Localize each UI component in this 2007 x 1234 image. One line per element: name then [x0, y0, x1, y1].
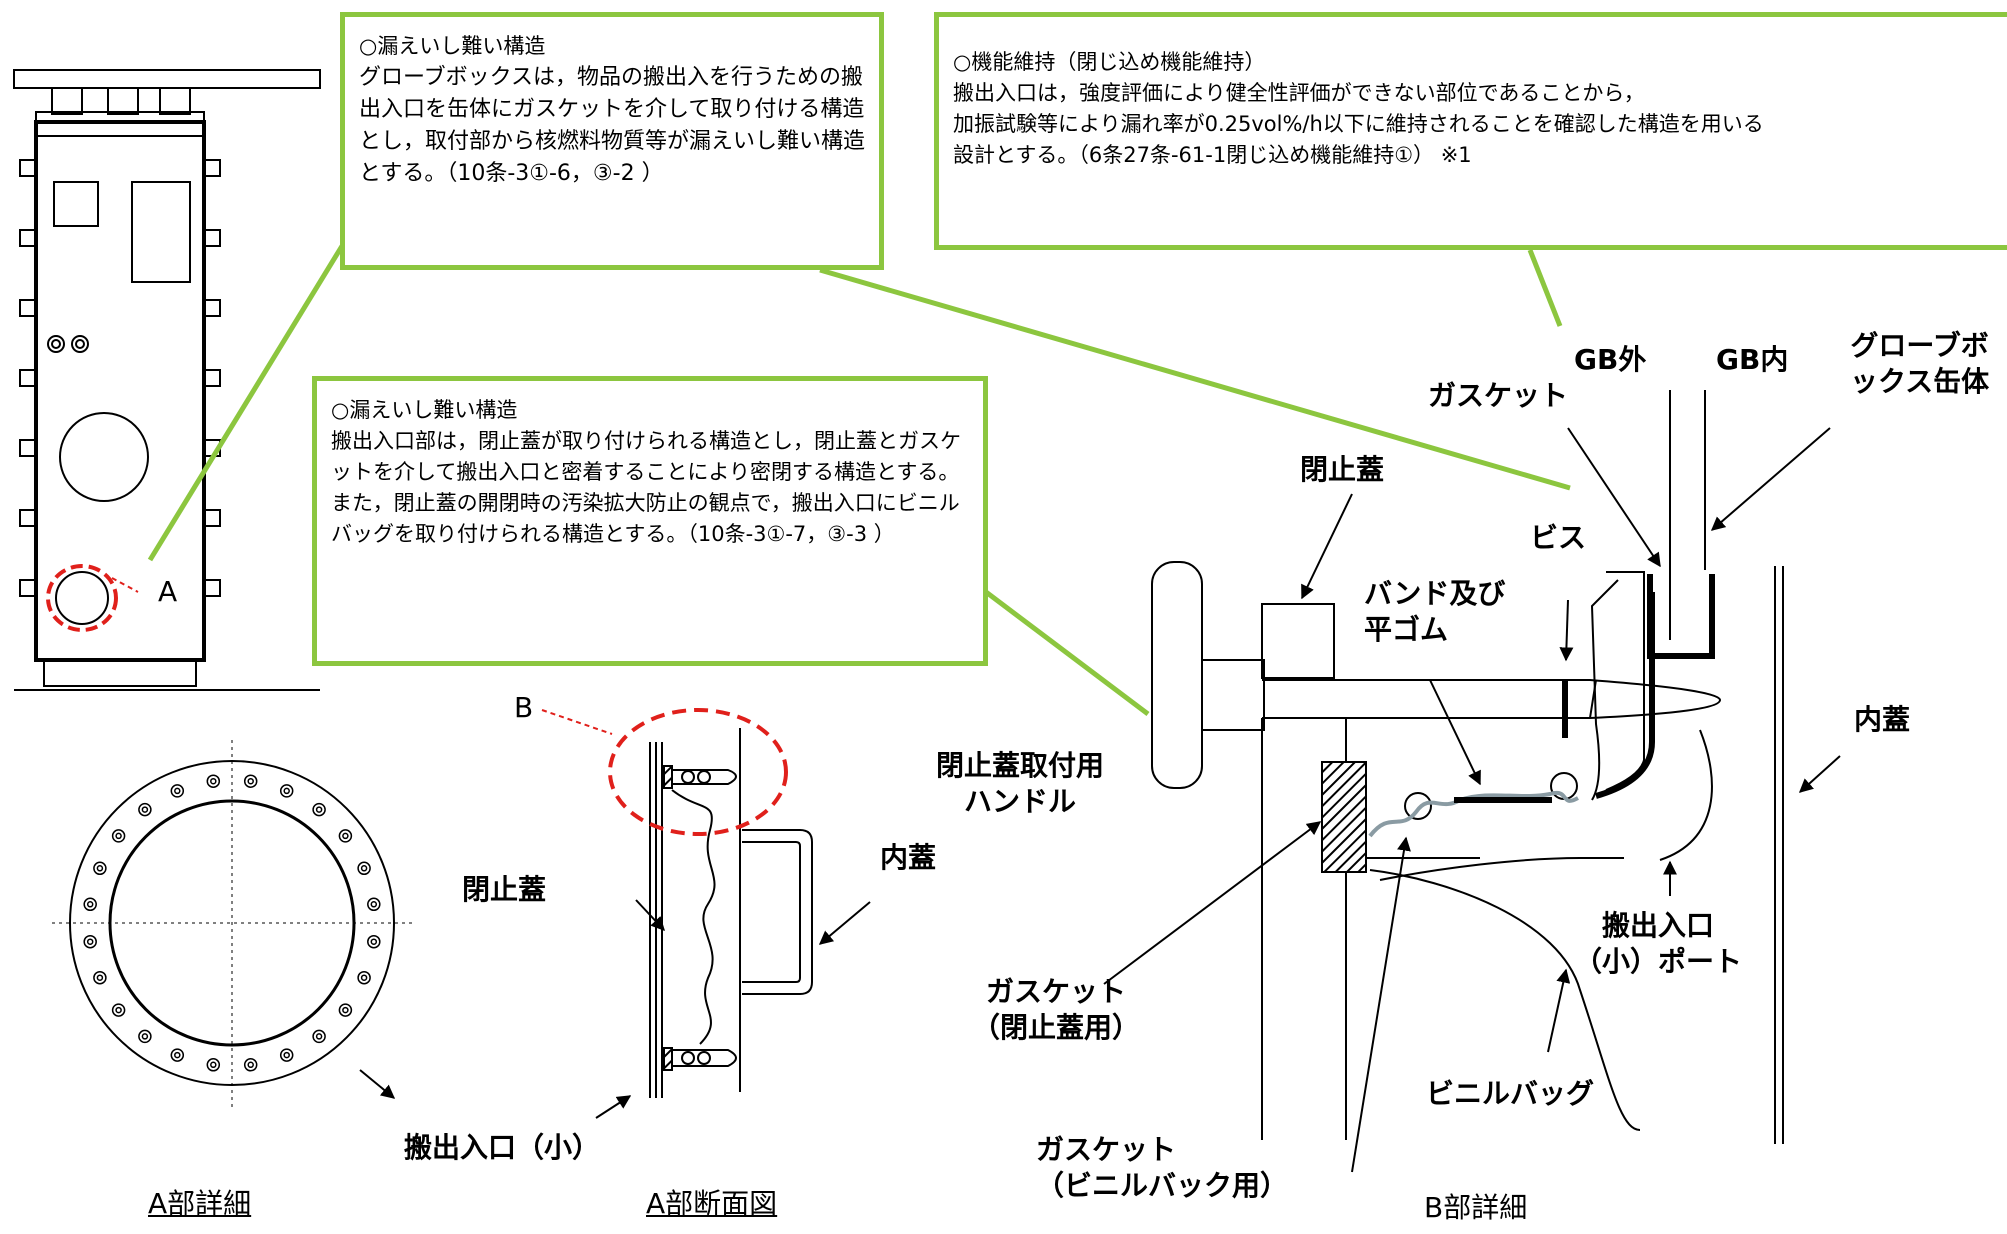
bolt-hole-inner [141, 1033, 149, 1040]
bolt-hole-outer [170, 1048, 185, 1062]
callout-body: 搬出入口部は，閉止蓋が取り付けられる構造とし，閉止蓋とガスケットを介して搬出入口… [331, 429, 961, 546]
bolt-hole-inner [96, 974, 104, 981]
bolt-hole-inner [342, 1006, 349, 1014]
bolt-hole-inner [370, 938, 378, 945]
bolt-hole-inner [360, 974, 368, 981]
bolt-hole-inner [86, 938, 94, 945]
bolt-hole-inner [210, 1061, 217, 1069]
callout-glovebox-structure: ○漏えいし難い構造 グローブボックスは，物品の搬出入を行うための搬出入口を缶体に… [340, 12, 884, 270]
bolt-hole-outer [93, 861, 107, 876]
bolt-hole-inner [283, 1051, 290, 1059]
bolt-hole-inner [141, 806, 149, 813]
label-gb-inside: GB内 [1716, 343, 1789, 376]
bolt-hole-outer [357, 861, 371, 876]
label-inner-lid-b: 内蓋 [1854, 703, 1911, 736]
bolt-hole-inner [247, 777, 254, 785]
thick-parts [1454, 574, 1715, 803]
caption-detail-b: B部詳細 [1424, 1191, 1528, 1224]
label-band-rubber: バンド及び 平ゴム [1364, 577, 1506, 646]
bolt-hole-inner [86, 901, 94, 908]
bolt-hole-inner [315, 1033, 323, 1040]
callout-heading: ○漏えいし難い構造 [359, 34, 546, 58]
label-closing-lid-a: 閉止蓋 [462, 873, 547, 906]
marker-b: B [514, 691, 534, 724]
bolt-hole-outer [243, 774, 258, 788]
bolt-hole-outer [279, 1048, 294, 1062]
label-gasket-bag: ガスケット （ビニルバック用） [1036, 1133, 1289, 1202]
callout-line-1: 搬出入口は，強度評価により健全性評価ができない部位であることから， [953, 81, 1645, 105]
arrows [359, 427, 1841, 1173]
bolt-hole-outer [138, 1029, 152, 1044]
flange-detail-a [52, 740, 412, 1108]
bolt-hole-outer [206, 774, 221, 788]
marker-a: A [158, 575, 178, 608]
leader-lines [147, 244, 1571, 716]
bolt-hole-outer [243, 1058, 258, 1072]
bolt-hole-outer [111, 1003, 126, 1017]
label-gasket-top: ガスケット [1428, 379, 1569, 412]
callout-heading: ○機能維持（閉じ込め機能維持） [953, 50, 1266, 74]
bolt-hole-inner [342, 832, 349, 840]
bolt-hole-inner [115, 1006, 122, 1014]
bolt-hole-inner [115, 832, 122, 840]
bolt-hole-outer [138, 802, 152, 817]
bolt-hole-outer [312, 802, 326, 817]
label-inner-lid-a: 内蓋 [880, 841, 937, 874]
label-port-small: 搬出入口（小） [404, 1131, 601, 1164]
gasket-lid-hatch [1321, 761, 1367, 873]
section-a [649, 728, 813, 1098]
bolt-hole-outer [170, 784, 185, 798]
bolt-hole-inner [360, 865, 368, 872]
label-screw: ビス [1530, 521, 1587, 554]
bolt-hole-outer [279, 784, 294, 798]
bolt-hole-inner [315, 806, 323, 813]
bolt-hole-inner [210, 777, 217, 785]
label-glovebox-body: グローブボ ックス缶体 [1850, 329, 1990, 398]
caption-section-a: A部断面図 [646, 1187, 778, 1220]
bolt-hole-outer [312, 1029, 326, 1044]
callout-function-maintenance: ○機能維持（閉じ込め機能維持） 搬出入口は，強度評価により健全性評価ができない部… [934, 12, 2007, 250]
detail-b [1151, 390, 1784, 1144]
bolt-hole-outer [367, 897, 381, 912]
label-port-small-b: 搬出入口 （小）ポート [1574, 909, 1743, 978]
label-handle: 閉止蓋取付用 ハンドル [936, 749, 1105, 818]
bolt-hole-inner [370, 901, 378, 908]
bolt-hole-inner [283, 787, 290, 795]
caption-detail-a: A部詳細 [148, 1187, 252, 1220]
bolt-hole-inner [247, 1061, 254, 1069]
bolt-hole-outer [338, 1003, 353, 1017]
callout-line-3: 設計とする。（6条27条-61-1閉じ込め機能維持①） ※1 [953, 143, 1472, 167]
bolt-hole-outer [338, 829, 353, 843]
bolt-hole-outer [111, 829, 126, 843]
label-gb-outside: GB外 [1574, 343, 1647, 376]
label-vinyl-bag: ビニルバッグ [1426, 1077, 1595, 1110]
highlight-b [608, 708, 788, 836]
bolt-hole-outer [367, 934, 381, 949]
bolt-holes [83, 774, 381, 1072]
glovebox-overview [13, 69, 321, 691]
callout-heading: ○漏えいし難い構造 [331, 398, 518, 422]
label-closing-lid-b: 閉止蓋 [1300, 453, 1385, 486]
bolt-hole-inner [96, 865, 104, 872]
bolt-hole-outer [357, 970, 371, 985]
bolt-hole-outer [83, 897, 97, 912]
bolt-hole-inner [174, 1051, 181, 1059]
highlight-a [46, 564, 118, 632]
bolt-hole-inner [174, 787, 181, 795]
label-gasket-lid: ガスケット （閉止蓋用） [972, 975, 1141, 1044]
bolt-hole-outer [93, 970, 107, 985]
callout-line-2: 加振試験等により漏れ率が0.25vol%/h以下に維持されることを確認した構造を… [953, 112, 1764, 136]
bolt-hole-outer [206, 1058, 221, 1072]
callout-body: グローブボックスは，物品の搬出入を行うための搬出入口を缶体にガスケットを介して取… [359, 65, 866, 186]
callout-port-structure: ○漏えいし難い構造 搬出入口部は，閉止蓋が取り付けられる構造とし，閉止蓋とガスケ… [312, 376, 988, 666]
bolt-hole-outer [83, 934, 97, 949]
